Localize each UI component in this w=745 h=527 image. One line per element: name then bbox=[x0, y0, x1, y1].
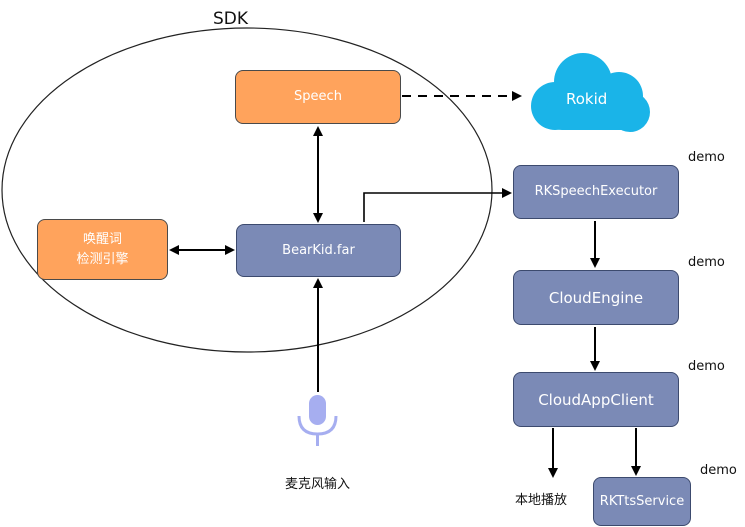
sdk-boundary bbox=[1, 27, 493, 353]
sdk-label: SDK bbox=[213, 9, 249, 29]
rk-tts-service-label: RKTtsService bbox=[599, 493, 685, 509]
bearkid-node: BearKid.far bbox=[236, 224, 401, 277]
rokid-label: Rokid bbox=[566, 90, 608, 108]
wake-engine-node: 唤醒词 检测引擎 bbox=[37, 219, 168, 280]
rk-tts-service-node: RKTtsService bbox=[593, 477, 691, 526]
mic-input-label: 麦克风输入 bbox=[285, 477, 351, 492]
speech-node-label: Speech bbox=[294, 89, 342, 104]
cloud-app-client-label: CloudAppClient bbox=[538, 390, 654, 409]
microphone-icon bbox=[297, 395, 338, 446]
speech-node: Speech bbox=[235, 70, 401, 124]
wake-engine-line1: 唤醒词 bbox=[82, 231, 122, 247]
edge-bearkid-executor bbox=[363, 188, 512, 222]
cloud-icon bbox=[531, 53, 650, 132]
rk-speech-executor-label: RKSpeechExecutor bbox=[534, 184, 658, 199]
demo-label-tts: demo bbox=[700, 463, 737, 478]
wake-engine-line2: 检测引擎 bbox=[76, 251, 129, 267]
cloud-engine-node: CloudEngine bbox=[513, 270, 679, 325]
rk-speech-executor-node: RKSpeechExecutor bbox=[513, 165, 679, 219]
local-playback-label: 本地播放 bbox=[515, 493, 568, 508]
bearkid-node-label: BearKid.far bbox=[282, 242, 355, 258]
demo-label-executor: demo bbox=[688, 150, 725, 165]
demo-label-cloudengine: demo bbox=[688, 255, 725, 270]
demo-label-appclient: demo bbox=[688, 359, 725, 374]
cloud-app-client-node: CloudAppClient bbox=[513, 372, 679, 427]
cloud-engine-label: CloudEngine bbox=[548, 288, 644, 307]
